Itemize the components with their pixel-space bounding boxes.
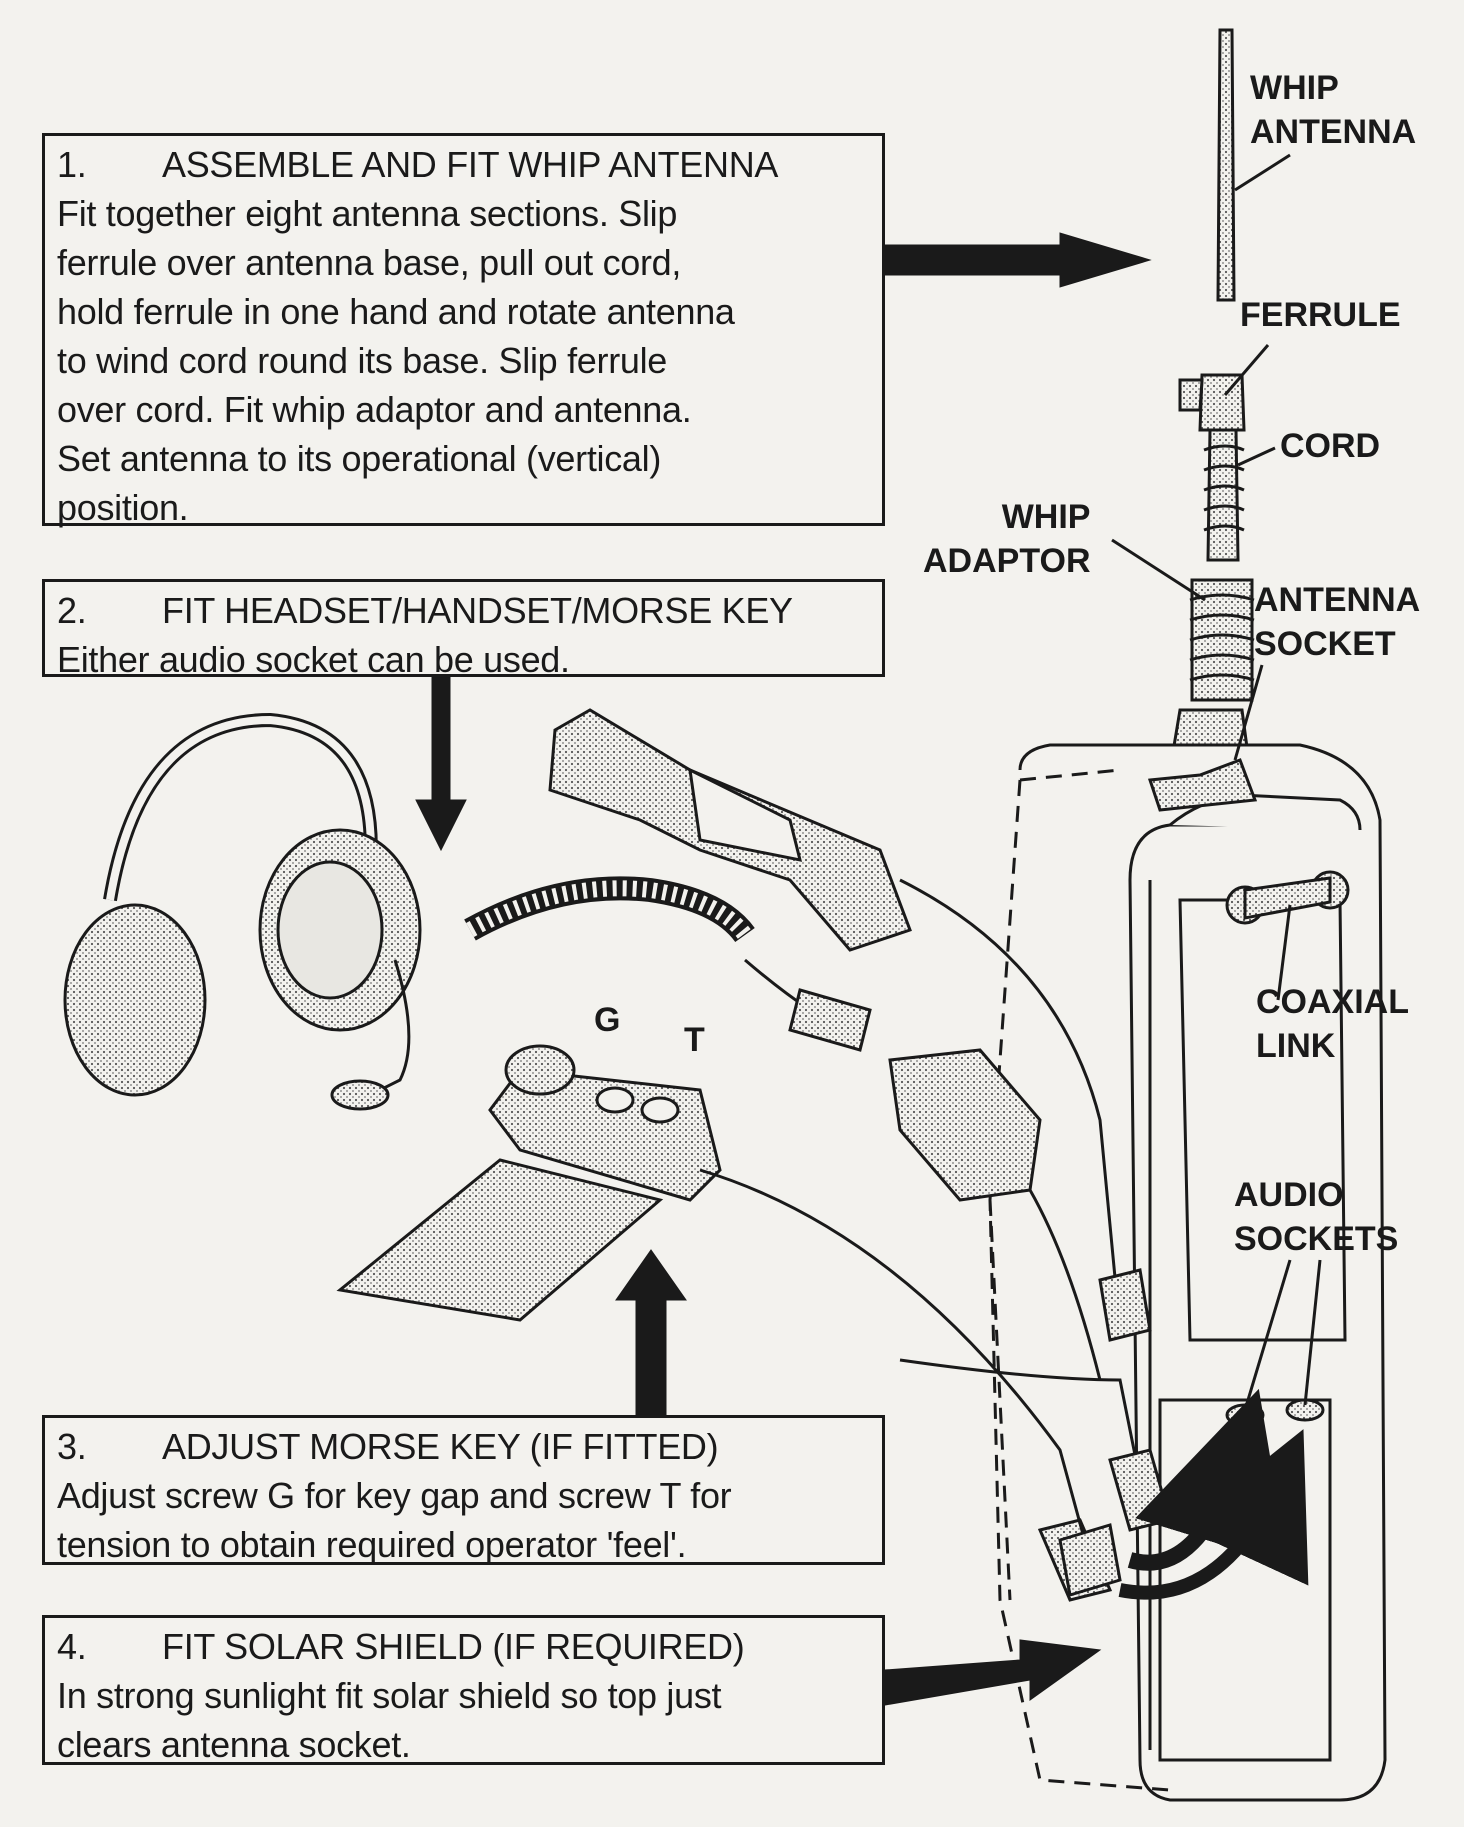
label-line: WHIP xyxy=(1250,69,1339,107)
step-4-heading: 4. FIT SOLAR SHIELD (IF REQUIRED) xyxy=(57,1622,872,1671)
fit-arrow-2 xyxy=(1118,1429,1309,1600)
label-line: SOCKET xyxy=(1254,625,1396,663)
step-3-box: 3. ADJUST MORSE KEY (IF FITTED) Adjust sc… xyxy=(42,1415,885,1565)
step-3-number: 3. xyxy=(57,1426,87,1467)
step-1-line: Set antenna to its operational (vertical… xyxy=(57,438,662,479)
label-line: ANTENNA xyxy=(1250,113,1417,151)
label-antenna-socket: ANTENNA SOCKET xyxy=(1254,578,1420,666)
radio-pack xyxy=(1018,743,1387,1802)
step-1-number: 1. xyxy=(57,144,87,185)
headset xyxy=(63,712,872,1111)
label-screw-t: T xyxy=(684,1021,705,1059)
step-2-title: FIT HEADSET/HANDSET/MORSE KEY xyxy=(162,590,793,631)
step-2-line: Either audio socket can be used. xyxy=(57,639,570,680)
callout-lines xyxy=(1111,153,1322,1411)
step1-arrow xyxy=(884,232,1152,288)
label-line: AUDIO xyxy=(1234,1176,1344,1214)
label-cord: CORD xyxy=(1280,424,1380,468)
step-3-line: tension to obtain required operator 'fee… xyxy=(57,1524,687,1565)
label-whip-adaptor: WHIP ADAPTOR xyxy=(923,495,1091,583)
step3-arrow xyxy=(615,1249,687,1416)
step-1-heading: 1. ASSEMBLE AND FIT WHIP ANTENNA xyxy=(57,140,872,189)
step-4-title: FIT SOLAR SHIELD (IF REQUIRED) xyxy=(162,1626,745,1667)
step-1-line: Fit together eight antenna sections. Sli… xyxy=(57,193,678,234)
step-1-line: hold ferrule in one hand and rotate ante… xyxy=(57,291,735,332)
step-4-line: In strong sunlight fit solar shield so t… xyxy=(57,1675,722,1716)
step-1-title: ASSEMBLE AND FIT WHIP ANTENNA xyxy=(162,144,779,185)
step-1-line: position. xyxy=(57,487,189,528)
morse-key xyxy=(336,1044,1122,1597)
step-4-line: clears antenna socket. xyxy=(57,1724,411,1765)
label-line: WHIP xyxy=(1001,498,1091,536)
label-line: CORD xyxy=(1280,427,1381,465)
step-3-title: ADJUST MORSE KEY (IF FITTED) xyxy=(162,1426,719,1467)
step-4-number: 4. xyxy=(57,1626,87,1667)
label-line: ADAPTOR xyxy=(923,542,1091,580)
label-ferrule: FERRULE xyxy=(1240,293,1401,337)
label-whip-antenna: WHIP ANTENNA xyxy=(1250,66,1416,154)
step-2-number: 2. xyxy=(57,590,87,631)
step-2-heading: 2. FIT HEADSET/HANDSET/MORSE KEY xyxy=(57,586,872,635)
label-coaxial-link: COAXIAL LINK xyxy=(1256,980,1409,1068)
step-3-line: Adjust screw G for key gap and screw T f… xyxy=(57,1475,732,1516)
step-1-box: 1. ASSEMBLE AND FIT WHIP ANTENNA Fit toge… xyxy=(42,133,885,528)
label-line: COAXIAL xyxy=(1256,983,1409,1021)
label-line: SOCKETS xyxy=(1234,1220,1399,1258)
step-1-line: over cord. Fit whip adaptor and antenna. xyxy=(57,389,692,430)
label-screw-g: G xyxy=(594,1001,621,1039)
step-2-box: 2. FIT HEADSET/HANDSET/MORSE KEY Either a… xyxy=(42,579,885,680)
step2-arrow xyxy=(415,676,467,852)
label-line: FERRULE xyxy=(1240,296,1401,334)
step-1-line: ferrule over antenna base, pull out cord… xyxy=(57,242,682,283)
whip-antenna xyxy=(1168,28,1255,772)
label-audio-sockets: AUDIO SOCKETS xyxy=(1234,1173,1398,1261)
step-1-line: to wind cord round its base. Slip ferrul… xyxy=(57,340,668,381)
step-4-box: 4. FIT SOLAR SHIELD (IF REQUIRED) In stro… xyxy=(42,1615,885,1765)
step-arrows xyxy=(415,232,1152,1706)
handset xyxy=(548,708,1152,1342)
label-line: LINK xyxy=(1256,1027,1336,1065)
label-line: ANTENNA xyxy=(1254,581,1421,619)
solar-shield-outline xyxy=(988,768,1171,1792)
step-3-heading: 3. ADJUST MORSE KEY (IF FITTED) xyxy=(57,1422,872,1471)
step4-arrow xyxy=(884,1639,1102,1706)
